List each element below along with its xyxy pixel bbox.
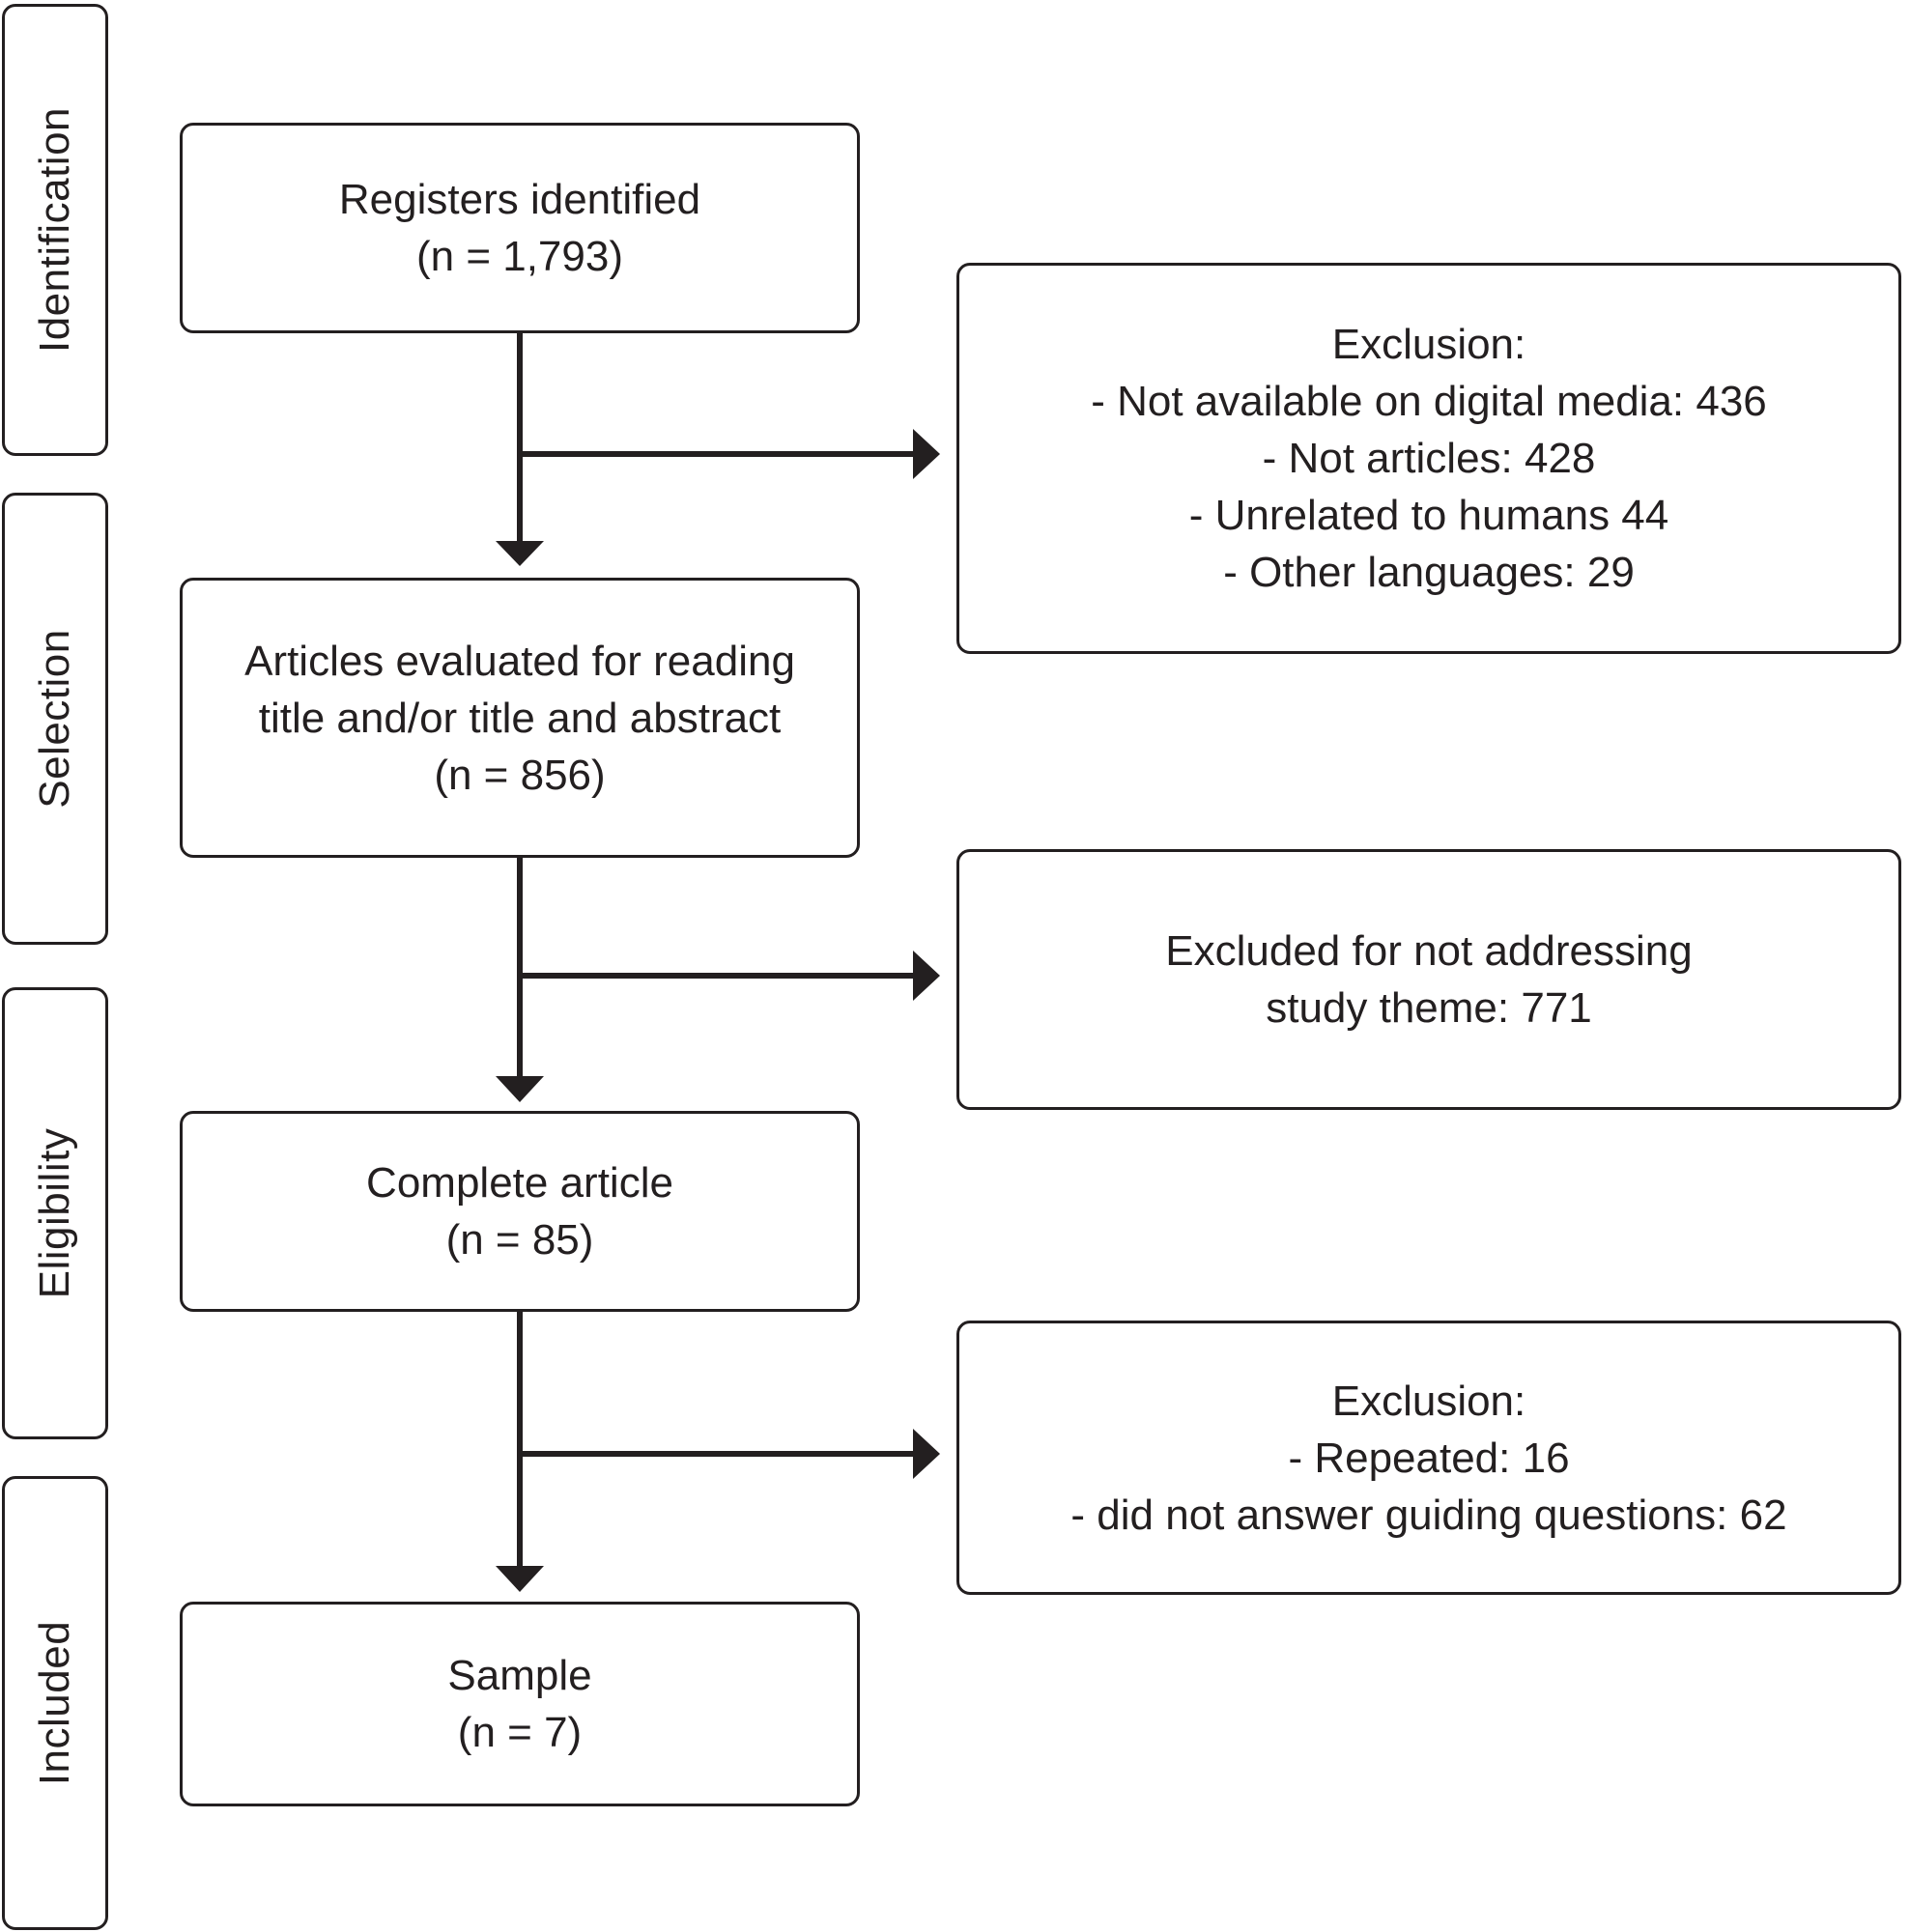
sample-count: (n = 7) bbox=[457, 1709, 583, 1756]
arrow-head-down-3 bbox=[496, 1566, 544, 1592]
sample-title: Sample bbox=[447, 1652, 592, 1699]
exclusion-1-heading: Exclusion: bbox=[1331, 321, 1526, 368]
articles-evaluated-line2: title and/or title and abstract bbox=[258, 694, 782, 742]
phase-selection: Selection bbox=[2, 493, 108, 945]
exclusion-3-item: - Repeated: 16 bbox=[1288, 1434, 1570, 1482]
sample-box: Sample (n = 7) bbox=[180, 1602, 860, 1806]
exclusion-1-item: - Not articles: 428 bbox=[1262, 435, 1596, 482]
exclusion-2-line1: Excluded for not addressing bbox=[1165, 927, 1693, 975]
complete-article-title: Complete article bbox=[366, 1159, 673, 1207]
phase-identification-label: Identification bbox=[31, 106, 78, 354]
exclusion-3-item: - did not answer guiding questions: 62 bbox=[1070, 1491, 1787, 1539]
phase-eligibility-label: Eligibility bbox=[31, 1127, 78, 1299]
arrow-head-right-3 bbox=[913, 1429, 940, 1479]
articles-evaluated-count: (n = 856) bbox=[434, 751, 606, 799]
arrow-head-down-2 bbox=[496, 1076, 544, 1102]
registers-title: Registers identified bbox=[338, 176, 701, 223]
exclusion-1-item: - Unrelated to humans 44 bbox=[1188, 492, 1669, 539]
complete-article-count: (n = 85) bbox=[445, 1216, 594, 1264]
exclusion-3-heading: Exclusion: bbox=[1331, 1377, 1526, 1425]
phase-identification: Identification bbox=[2, 4, 108, 456]
registers-count: (n = 1,793) bbox=[415, 233, 623, 280]
arrow-head-right-1 bbox=[913, 429, 940, 479]
phase-eligibility: Eligibility bbox=[2, 987, 108, 1439]
exclusion-1-item: - Other languages: 29 bbox=[1223, 549, 1635, 596]
exclusion-box-1: Exclusion: - Not available on digital me… bbox=[956, 263, 1901, 654]
articles-evaluated-box: Articles evaluated for reading title and… bbox=[180, 578, 860, 858]
exclusion-1-item: - Not available on digital media: 436 bbox=[1091, 378, 1767, 425]
arrow-head-down-1 bbox=[496, 541, 544, 566]
complete-article-box: Complete article (n = 85) bbox=[180, 1111, 860, 1312]
exclusion-box-2: Excluded for not addressing study theme:… bbox=[956, 849, 1901, 1110]
phase-included: Included bbox=[2, 1476, 108, 1930]
exclusion-2-line2: study theme: 771 bbox=[1266, 984, 1592, 1032]
phase-selection-label: Selection bbox=[31, 629, 78, 809]
registers-identified-box: Registers identified (n = 1,793) bbox=[180, 123, 860, 333]
exclusion-box-3: Exclusion: - Repeated: 16 - did not answ… bbox=[956, 1321, 1901, 1595]
articles-evaluated-line1: Articles evaluated for reading bbox=[244, 637, 795, 685]
prisma-flow-diagram: Identification Selection Eligibility Inc… bbox=[2, 4, 1908, 1930]
arrow-head-right-2 bbox=[913, 951, 940, 1001]
phase-included-label: Included bbox=[31, 1620, 78, 1786]
